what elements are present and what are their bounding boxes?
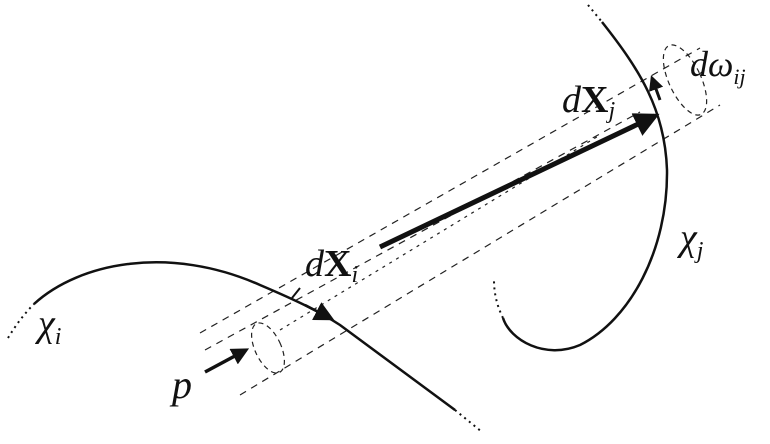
label-dX-j: dXj — [562, 79, 615, 124]
cone-line-upper — [199, 47, 701, 334]
dX-i-tick — [291, 287, 301, 299]
cone-line-inner — [204, 111, 641, 351]
dX-j-surface-arrow — [649, 75, 664, 101]
label-domega-ij: dωij — [690, 44, 746, 89]
curve-chi-i-dotted-start — [7, 303, 35, 339]
label-p: p — [169, 362, 192, 407]
label-chi-j: χj — [676, 217, 704, 264]
cone-lines — [199, 47, 721, 396]
curve-chi-j-dotted-end — [493, 279, 504, 319]
main-direction-arrow — [378, 113, 660, 250]
solid-angle-ellipse-p — [250, 322, 286, 374]
curve-chi-i-dotted-end — [454, 409, 483, 433]
curve-chi-j — [501, 21, 669, 352]
curve-chi-i — [33, 261, 456, 412]
p-arrow — [204, 348, 250, 374]
cone-line-lower — [239, 104, 721, 396]
dX-i-surface-arrow — [304, 302, 335, 321]
label-chi-i: χi — [34, 303, 61, 350]
label-dX-i: dXi — [305, 243, 358, 288]
curve-chi-j-dotted-start — [587, 4, 603, 23]
